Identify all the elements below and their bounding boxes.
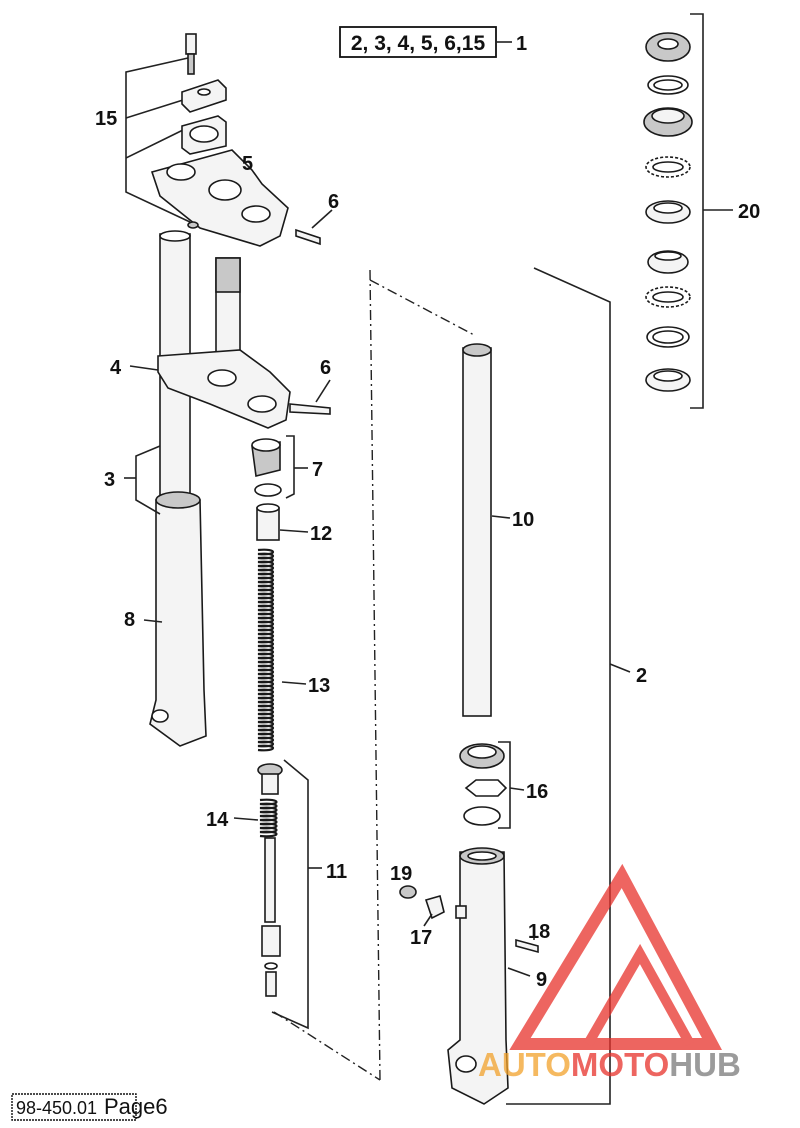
callout-15: 15 — [95, 108, 117, 130]
assembled-fork-leg: 4 6 8 3 — [104, 230, 331, 747]
callout-7: 7 — [312, 459, 323, 481]
callout-8: 8 — [124, 609, 135, 631]
callout-1: 1 — [516, 33, 527, 55]
callout-6-top: 6 — [328, 191, 339, 213]
doc-number: 98-450.01 — [16, 1098, 97, 1118]
callout-2: 2 — [636, 665, 647, 687]
callout-10: 10 — [512, 509, 534, 531]
bracket-2 — [506, 267, 611, 1105]
watermark-hub: HUB — [669, 1046, 741, 1083]
steering-bearing-stack: 20 — [643, 13, 760, 409]
callout-9: 9 — [536, 969, 547, 991]
doc-number-box — [11, 1093, 137, 1121]
bottom-bolt — [265, 971, 277, 997]
fork-inner-tube — [462, 347, 492, 717]
hose-clamp-nut — [399, 885, 417, 899]
callout-18: 18 — [528, 921, 550, 943]
handlebar-clamp-upper — [181, 79, 227, 113]
circlip — [464, 779, 508, 797]
hose-clamp — [424, 895, 445, 920]
seal-washer — [463, 806, 501, 826]
cap-o-ring — [254, 483, 282, 497]
page-label: Page6 — [104, 1094, 168, 1119]
watermark-moto: MOTO — [571, 1046, 669, 1083]
callout-6-lower: 6 — [320, 357, 331, 379]
top-clamp-assembly: 15 5 6 — [95, 33, 339, 247]
pinch-bolt-lower — [289, 403, 331, 415]
callout-20: 20 — [738, 201, 760, 223]
oil-lock-piece — [261, 925, 281, 957]
callout-19: 19 — [390, 863, 412, 885]
bracket-7 — [285, 435, 295, 499]
callout-3: 3 — [104, 469, 115, 491]
callout-17: 17 — [410, 927, 432, 949]
footer: 98-450.01 Page6 — [11, 1093, 168, 1121]
dash-left — [369, 269, 381, 1081]
fork-slider-left — [149, 499, 207, 747]
watermark-triangle — [509, 863, 723, 1050]
callout-12: 12 — [310, 523, 332, 545]
bracket-11 — [271, 759, 309, 1030]
kit-label-box — [339, 26, 497, 58]
bracket-15 — [125, 57, 191, 223]
exploded-fork-leg: 2 10 16 9 18 19 17 — [273, 267, 647, 1105]
bottom-washer — [264, 962, 278, 970]
watermark-auto: AUTO — [478, 1046, 571, 1083]
pinch-bolt-top — [295, 228, 321, 246]
kit-label: 2, 3, 4, 5, 6,15 — [351, 32, 486, 55]
callout-14: 14 — [206, 809, 229, 831]
kit-label-group: 2, 3, 4, 5, 6,15 1 — [339, 26, 527, 58]
stem-thread — [215, 257, 241, 293]
callout-13: 13 — [308, 675, 330, 697]
watermark-logo: AUTOMOTOHUB — [478, 863, 741, 1083]
clamp-bolt — [185, 33, 197, 55]
top-clamp-nut — [187, 221, 199, 229]
callout-11: 11 — [326, 861, 347, 883]
fork-spring — [257, 548, 275, 752]
callout-16: 16 — [526, 781, 548, 803]
svg-text:AUTOMOTOHUB: AUTOMOTOHUB — [478, 1046, 741, 1083]
bracket-20 — [690, 13, 704, 409]
fork-internals: 7 12 13 14 11 — [206, 435, 347, 1030]
rebound-spring — [259, 798, 278, 838]
callout-5: 5 — [242, 153, 253, 175]
bracket-16 — [498, 741, 511, 829]
axle-pinch-bolt — [515, 938, 539, 954]
damper-rod — [264, 837, 276, 923]
callout-4: 4 — [110, 357, 122, 379]
